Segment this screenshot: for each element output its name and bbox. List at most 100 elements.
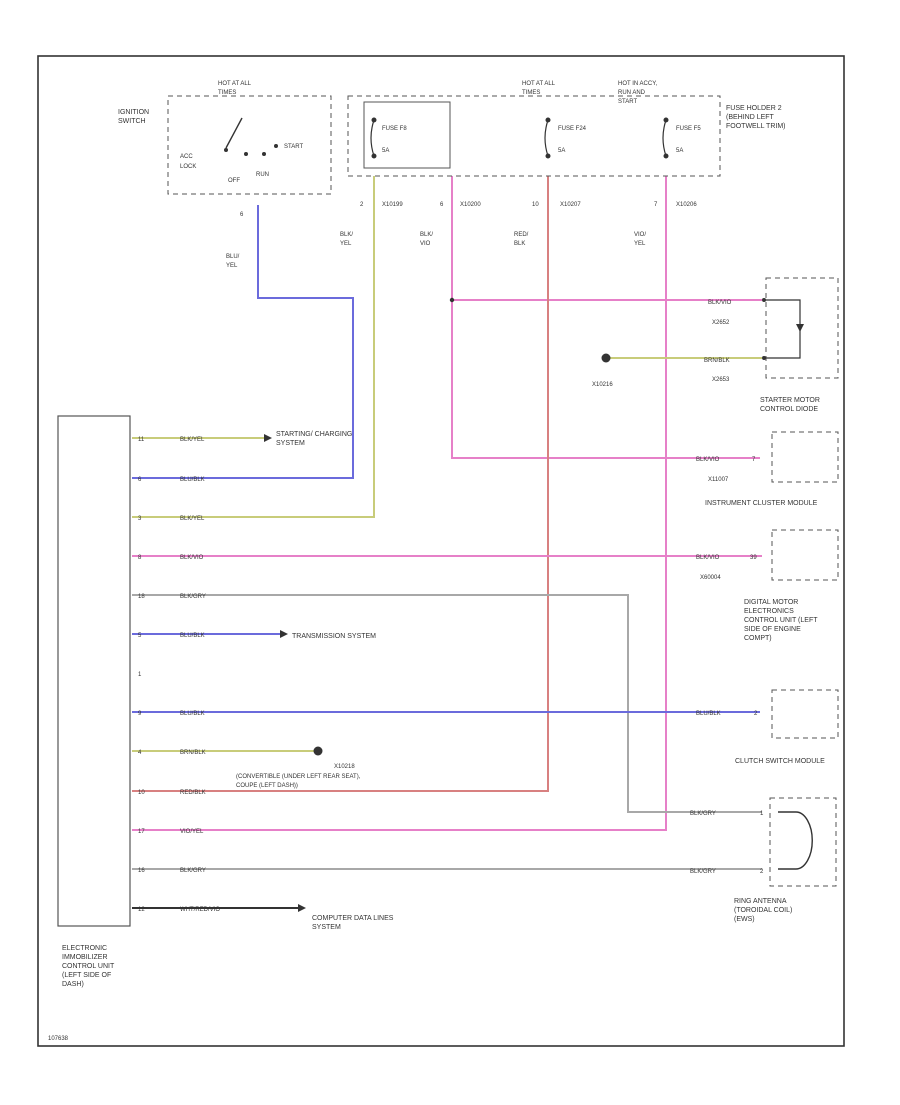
instrument-cluster-module: BLK/VIO 7 X11007 INSTRUMENT CLUSTER MODU… xyxy=(696,431,839,507)
clutch-box xyxy=(771,689,839,739)
ecu-pin-wire: RED/BLK xyxy=(180,790,206,796)
splice-f8 xyxy=(449,297,455,303)
fuse-symbols xyxy=(371,117,669,159)
ignition-switch-blade xyxy=(225,117,243,149)
ecu-pin-wire: VIO/YEL xyxy=(180,829,204,835)
fuse-f8-pin: 2 xyxy=(360,202,364,208)
arrow-data-lines xyxy=(298,904,306,912)
ecu-pin: 3 xyxy=(138,516,142,522)
fuse-f8-amps: 5A xyxy=(382,148,389,154)
ecu-pin: 8 xyxy=(138,555,142,561)
fuse-f5-pin: 7 xyxy=(654,202,658,208)
ecu-pin-wire: BRN/BLK xyxy=(180,750,206,756)
ecu-pin: 11 xyxy=(138,437,145,443)
ecu-pin: 16 xyxy=(138,868,145,874)
ignition-pos-off: OFF xyxy=(228,178,240,184)
fuse-holder-box xyxy=(347,95,721,177)
ecu-pin: 17 xyxy=(138,829,145,835)
clutch-switch-module: BLU/BLK 2 CLUTCH SWITCH MODULE xyxy=(696,689,839,765)
ecu-pin-wire: BLK/VIO xyxy=(180,555,204,561)
fuse-f24-pin: 10 xyxy=(532,202,539,208)
diode-conn2-label: X2653 xyxy=(712,377,730,383)
diode-wire1-label: BLK/VIO xyxy=(708,300,732,306)
wire-label-f8a: BLK/YEL xyxy=(340,232,353,247)
ring-antenna-box xyxy=(769,797,837,887)
ecu-pin: 6 xyxy=(138,477,142,483)
arrow-transmission xyxy=(280,630,288,638)
cluster-box xyxy=(771,431,839,483)
ring-antenna-coil xyxy=(778,811,813,870)
antenna-wire1-label: BLK/GRY xyxy=(690,811,716,817)
diode-ground-label: X10216 xyxy=(592,382,613,388)
ecu-pin: 4 xyxy=(138,750,142,756)
ecu-pin-wire: BLK/YEL xyxy=(180,437,205,443)
diode-conn1-label: X2652 xyxy=(712,320,730,326)
fuse-f8-box xyxy=(363,101,451,169)
antenna-pin1: 1 xyxy=(760,811,764,817)
fuse-f8-name: FUSE F8 xyxy=(382,126,407,132)
cluster-conn: X11007 xyxy=(708,477,729,483)
diagram-frame xyxy=(37,55,845,1047)
wire-f8-blk-vio xyxy=(451,176,760,459)
fuse-f8-element xyxy=(370,119,375,157)
ecu-pin-dest: TRANSMISSION SYSTEM xyxy=(292,633,376,640)
fuse-f5-element xyxy=(662,119,667,157)
ecu-pin-wire: WHT/RED/VIO xyxy=(180,907,220,913)
cluster-name: INSTRUMENT CLUSTER MODULE xyxy=(705,500,818,507)
starter-diode: BLK/VIO X2652 BRN/BLK X2653 X10216 START… xyxy=(592,277,839,413)
ignition-pos-lock: LOCK xyxy=(180,164,196,170)
fuse-f8-pin2: 6 xyxy=(440,202,444,208)
ecu-ground-label: X10218 xyxy=(334,764,355,770)
diode-pin xyxy=(762,298,766,302)
vertical-wire-labels: BLU/YEL BLK/YEL BLK/VIO RED/BLK VIO/YEL xyxy=(226,232,646,269)
wire-ignition-blu-yel xyxy=(132,205,354,479)
ecu-pin-wire: BLK/YEL xyxy=(180,516,205,522)
fuse-f8-conn: X10199 xyxy=(382,202,403,208)
dme-pin: 39 xyxy=(750,555,757,561)
cluster-pin: 7 xyxy=(752,457,756,463)
arrows xyxy=(264,434,306,912)
ecu-pin: 5 xyxy=(138,633,142,639)
ecu-ground-desc: (CONVERTIBLE (UNDER LEFT REAR SEAT),COUP… xyxy=(236,774,361,789)
ignition-contact xyxy=(244,152,248,156)
fuse-f24-name: FUSE F24 xyxy=(558,126,587,132)
ecu-pin-wire: BLU/BLK xyxy=(180,711,205,717)
ignition-contact xyxy=(224,148,228,152)
dme-box xyxy=(771,529,839,581)
clutch-wire-label: BLU/BLK xyxy=(696,711,721,717)
antenna-wire2-label: BLK/GRY xyxy=(690,869,716,875)
ecu-pin: 18 xyxy=(138,594,145,600)
wire-f5-vio-yel xyxy=(132,176,667,831)
ecu-pin-wire: BLU/BLK xyxy=(180,477,205,483)
ignition-pos-acc: ACC xyxy=(180,154,193,160)
ring-antenna-name: RING ANTENNA(TOROIDAL COIL)(EWS) xyxy=(734,898,792,923)
antenna-pin2: 2 xyxy=(760,869,764,875)
fuse-f24-conn: X10207 xyxy=(560,202,581,208)
clutch-pin: 2 xyxy=(754,711,758,717)
ecu-pin-wire: BLK/GRY xyxy=(180,594,206,600)
wire-label-ign: BLU/YEL xyxy=(226,254,240,269)
ignition-switch-box xyxy=(167,95,332,195)
ignition-pos-run: RUN xyxy=(256,172,269,178)
diode-pin xyxy=(762,356,766,360)
wire-label-f24: RED/BLK xyxy=(514,232,529,247)
clutch-name: CLUTCH SWITCH MODULE xyxy=(735,758,825,765)
starter-diode-box xyxy=(765,277,839,379)
ecu-pin-wire: BLK/GRY xyxy=(180,868,206,874)
wire-f8-blk-yel xyxy=(132,176,375,518)
fuse-f5-amps: 5A xyxy=(676,148,683,154)
fuse-f24-element xyxy=(544,119,549,157)
